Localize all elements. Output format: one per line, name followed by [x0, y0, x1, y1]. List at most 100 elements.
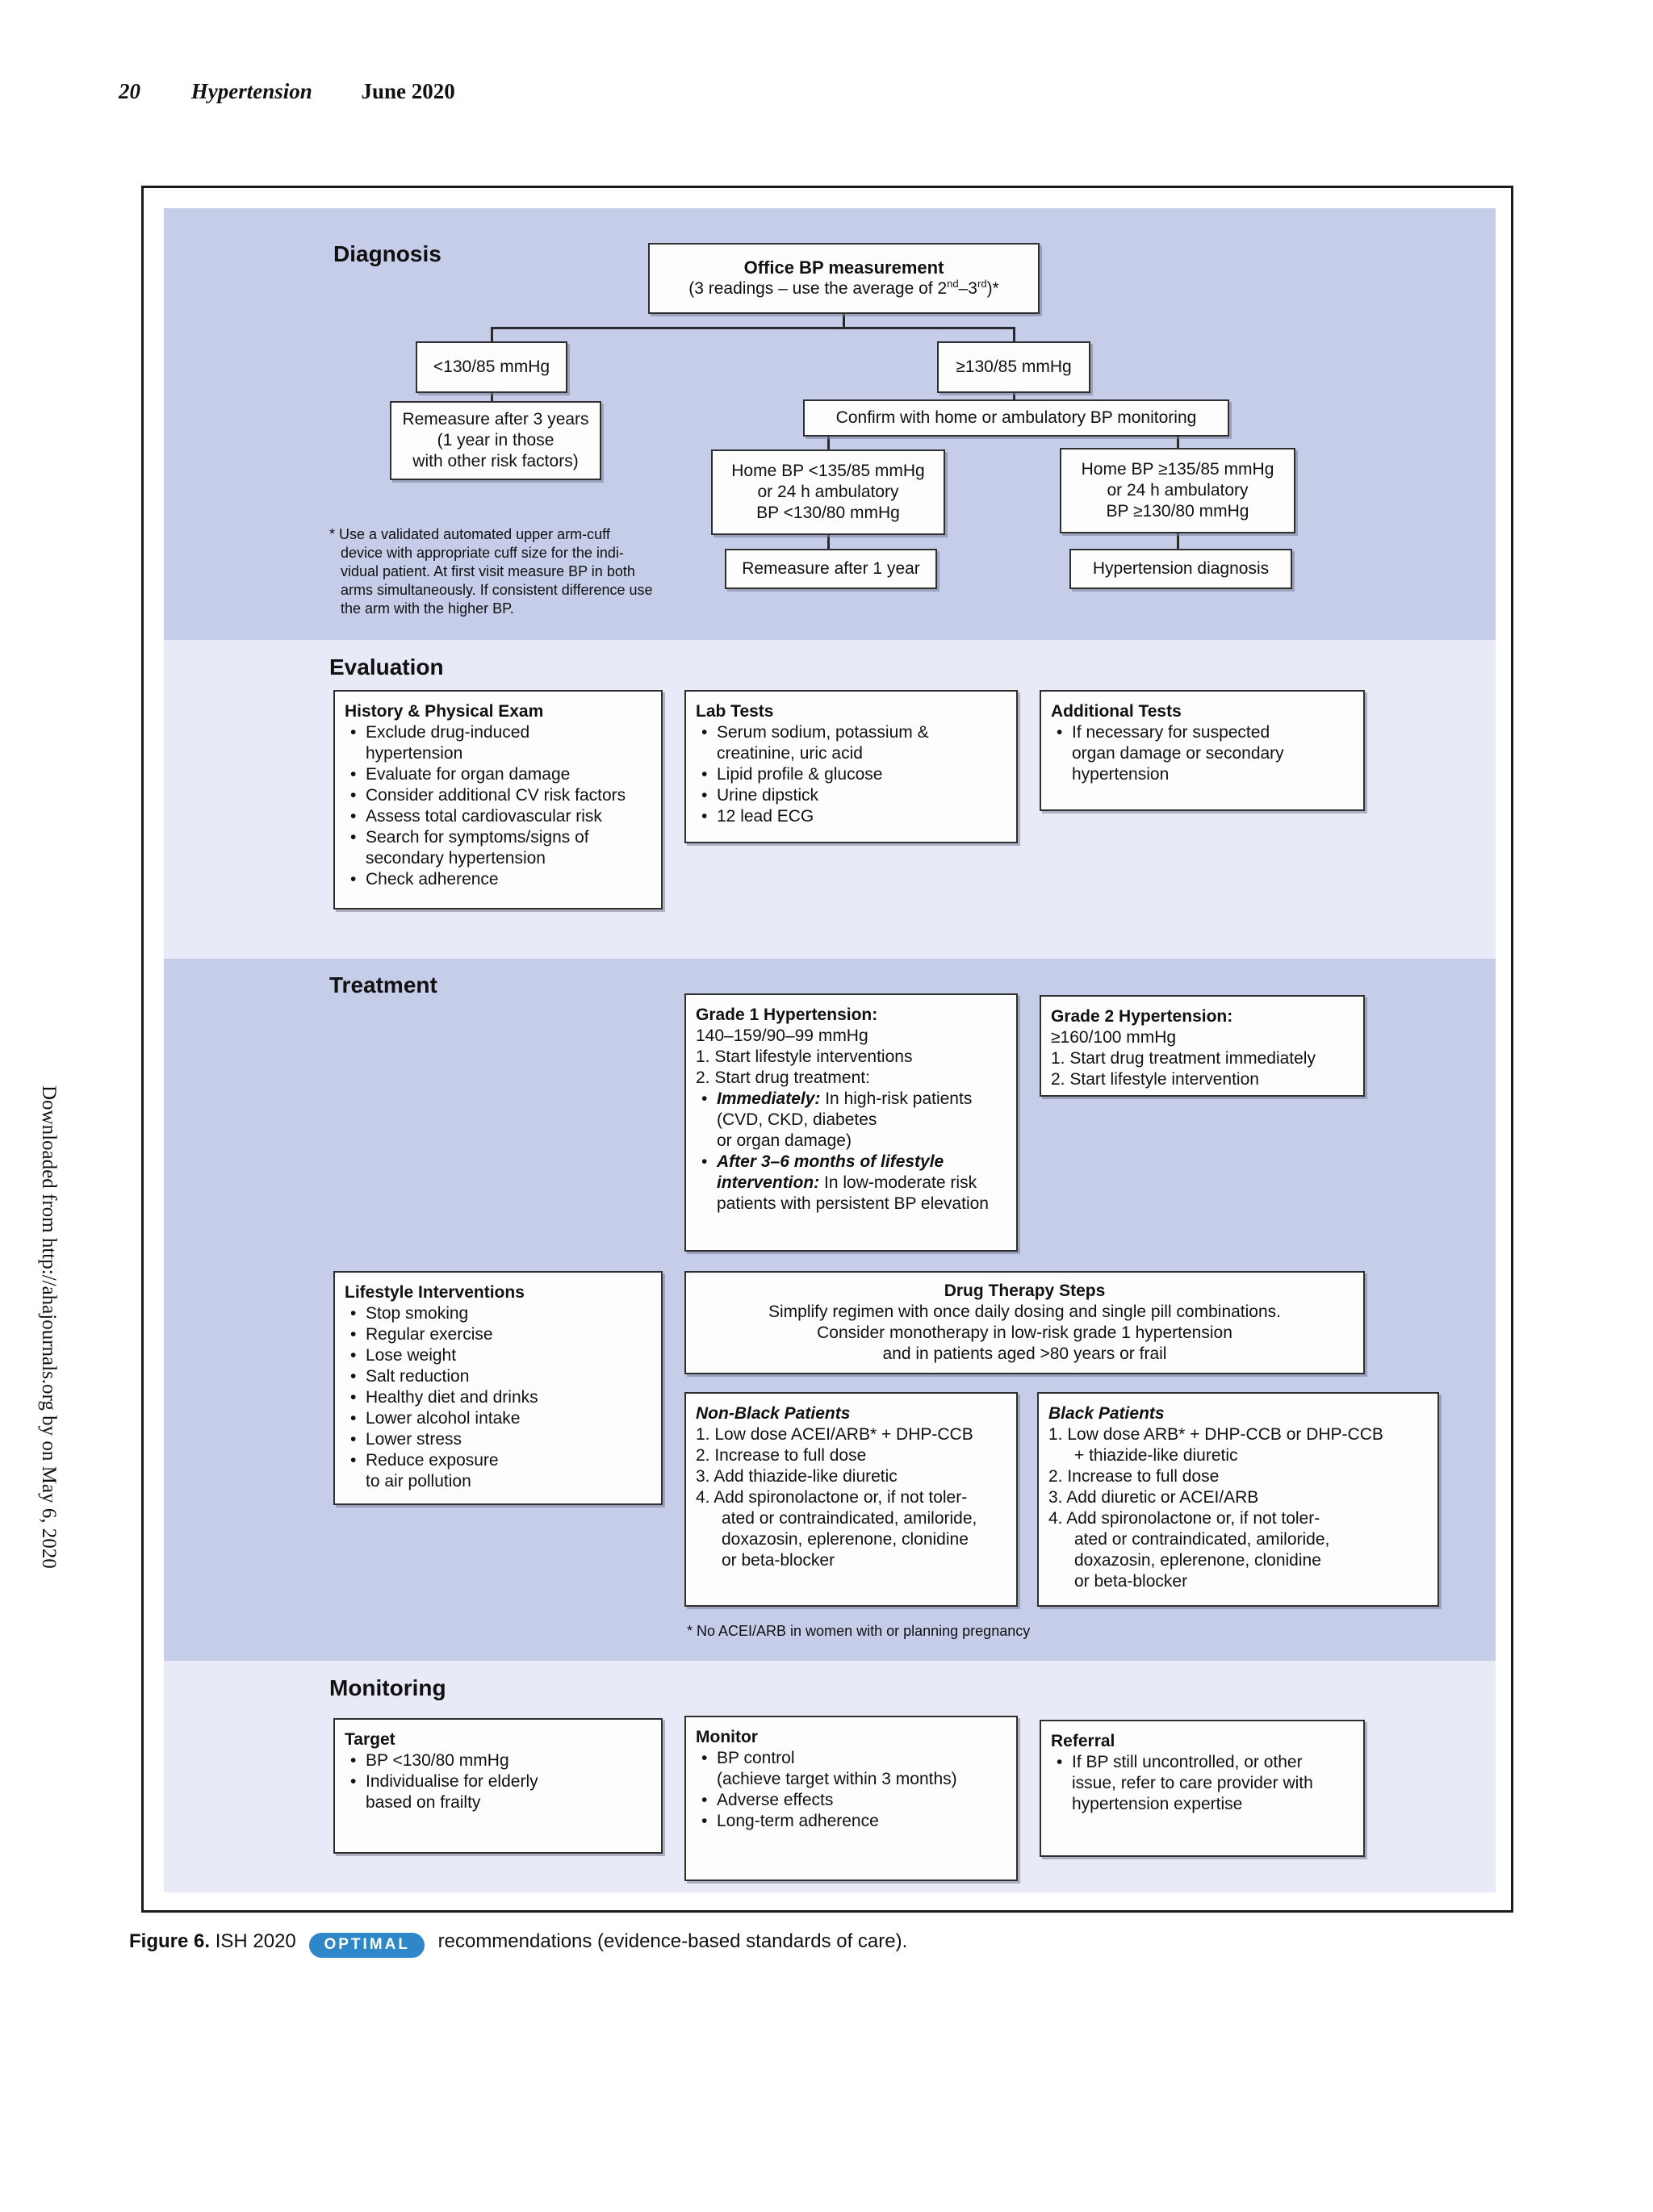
history-title: History & Physical Exam — [345, 702, 544, 721]
drug-steps-line: Consider monotherapy in low-risk grade 1… — [817, 1323, 1232, 1342]
office-sub-0: (3 readings – use the average of 2 — [688, 279, 948, 298]
connector-line — [491, 393, 493, 401]
branch-low-box: <130/85 mmHg — [416, 341, 567, 393]
lab-item: Serum sodium, potassium & creatinine, ur… — [696, 722, 1008, 764]
grade2-range: ≥160/100 mmHg — [1051, 1028, 1177, 1047]
history-item: Exclude drug-induced hypertension — [345, 722, 653, 764]
home-low-line: BP <130/80 mmHg — [756, 504, 900, 522]
office-bp-subtitle: (3 readings – use the average of 2nd–3rd… — [688, 278, 998, 299]
diagnosis-footnote: * Use a validated automated upper arm-cu… — [329, 525, 672, 618]
connector-line — [1013, 393, 1015, 399]
monitor-list: BP control (achieve target within 3 mont… — [696, 1748, 1008, 1832]
treatment-heading: Treatment — [329, 972, 437, 997]
target-list: BP <130/80 mmHg Individualise for elderl… — [345, 1750, 653, 1813]
office-sub-4: )* — [986, 279, 999, 298]
lab-item: Urine dipstick — [696, 785, 1008, 806]
target-box: Target BP <130/80 mmHg Individualise for… — [333, 1718, 663, 1854]
lab-tests-box: Lab Tests Serum sodium, potassium & crea… — [684, 690, 1018, 843]
remeasure3-line: with other risk factors) — [412, 452, 579, 470]
figure-label: Figure 6. — [129, 1930, 211, 1952]
office-sub-2: –3 — [958, 279, 977, 298]
lifestyle-item: Lower alcohol intake — [345, 1408, 653, 1429]
history-item: Assess total cardiovascular risk — [345, 806, 653, 827]
lab-list: Serum sodium, potassium & creatinine, ur… — [696, 722, 1008, 827]
caption-post-badge: recommendations (evidence-based standard… — [437, 1930, 908, 1952]
black-patients-box: Black Patients 1. Low dose ARB* + DHP-CC… — [1037, 1392, 1439, 1607]
office-sub-1: nd — [947, 278, 959, 290]
remeasure3-line: (1 year in those — [437, 431, 554, 450]
grade1-range: 140–159/90–99 mmHg — [696, 1027, 868, 1045]
remeasure3-line: Remeasure after 3 years — [402, 410, 589, 429]
home-bp-high-box: Home BP ≥135/85 mmHg or 24 h ambulatory … — [1060, 448, 1295, 533]
black-step: 3. Add diuretic or ACEI/ARB — [1048, 1488, 1259, 1507]
monitor-item: Long-term adherence — [696, 1811, 1008, 1832]
figure-caption: Figure 6. ISH 2020 OPTIMAL recommendatio… — [129, 1930, 907, 1958]
grade2-title: Grade 2 Hypertension: — [1051, 1007, 1233, 1026]
download-watermark: Downloaded from http://ahajournals.org b… — [38, 1085, 60, 1569]
grade1-bullet-lead: Immediately: — [717, 1089, 821, 1108]
footnote-line: arms simultaneously. If consistent diffe… — [341, 582, 653, 598]
black-title: Black Patients — [1048, 1404, 1165, 1423]
office-bp-box: Office BP measurement (3 readings – use … — [648, 243, 1040, 314]
black-step: 1. Low dose ARB* + DHP-CCB or DHP-CCB + … — [1048, 1425, 1383, 1465]
non-black-step: 1. Low dose ACEI/ARB* + DHP-CCB — [696, 1425, 973, 1444]
confirm-monitoring-box: Confirm with home or ambulatory BP monit… — [803, 399, 1229, 437]
lifestyle-item: Lose weight — [345, 1345, 653, 1366]
lifestyle-interventions-box: Lifestyle Interventions Stop smoking Reg… — [333, 1271, 663, 1505]
referral-title: Referral — [1051, 1732, 1115, 1750]
hypertension-diagnosis-box: Hypertension diagnosis — [1069, 549, 1292, 589]
monitor-box: Monitor BP control (achieve target withi… — [684, 1716, 1018, 1881]
issue-date: June 2020 — [361, 79, 455, 103]
referral-list: If BP still uncontrolled, or other issue… — [1051, 1752, 1355, 1815]
grade1-bullet: After 3–6 months of lifestyle interventi… — [696, 1152, 1008, 1215]
evaluation-heading: Evaluation — [329, 654, 444, 679]
branch-high-box: ≥130/85 mmHg — [937, 341, 1090, 393]
page-number: 20 — [119, 79, 140, 103]
grade2-hypertension-box: Grade 2 Hypertension: ≥160/100 mmHg 1. S… — [1040, 995, 1365, 1097]
additional-item: If necessary for suspected organ damage … — [1051, 722, 1355, 785]
journal-title: Hypertension — [190, 79, 312, 103]
home-low-line: Home BP <135/85 mmHg — [731, 462, 925, 480]
connector-line — [491, 327, 493, 341]
non-black-step: 4. Add spironolactone or, if not toler- … — [696, 1488, 977, 1570]
running-head: 20 Hypertension June 2020 — [119, 79, 455, 104]
home-high-line: BP ≥130/80 mmHg — [1106, 502, 1249, 521]
lifestyle-item: Stop smoking — [345, 1303, 653, 1324]
grade1-bullet-lead: After 3–6 months of lifestyle interventi… — [717, 1152, 944, 1192]
target-item: Individualise for elderly based on frail… — [345, 1771, 653, 1813]
grade2-step: 2. Start lifestyle intervention — [1051, 1070, 1259, 1089]
lifestyle-item: Salt reduction — [345, 1366, 653, 1387]
grade1-bullet: Immediately: In high-risk patients (CVD,… — [696, 1089, 1008, 1152]
footnote-line: device with appropriate cuff size for th… — [341, 545, 624, 561]
additional-tests-box: Additional Tests If necessary for suspec… — [1040, 690, 1365, 811]
lab-item: Lipid profile & glucose — [696, 764, 1008, 785]
office-sub-3: rd — [977, 278, 987, 290]
monitor-title: Monitor — [696, 1728, 758, 1746]
drug-therapy-steps-box: Drug Therapy Steps Simplify regimen with… — [684, 1271, 1365, 1374]
monitor-item: Adverse effects — [696, 1790, 1008, 1811]
grade1-bullet-rest: In low-moderate risk patients with persi… — [717, 1173, 989, 1213]
connector-line — [1177, 435, 1179, 448]
lab-item: 12 lead ECG — [696, 806, 1008, 827]
lifestyle-item: Healthy diet and drinks — [345, 1387, 653, 1408]
grade1-hypertension-box: Grade 1 Hypertension: 140–159/90–99 mmHg… — [684, 993, 1018, 1252]
drug-steps-line: Simplify regimen with once daily dosing … — [768, 1303, 1281, 1321]
lifestyle-item: Regular exercise — [345, 1324, 653, 1345]
figure-panel: Diagnosis Office BP measurement (3 readi… — [141, 186, 1513, 1913]
monitor-item: BP control (achieve target within 3 mont… — [696, 1748, 1008, 1790]
diagnosis-heading: Diagnosis — [333, 241, 441, 266]
referral-item: If BP still uncontrolled, or other issue… — [1051, 1752, 1355, 1815]
history-item: Check adherence — [345, 869, 653, 890]
lifestyle-item: Lower stress — [345, 1429, 653, 1450]
optimal-badge: OPTIMAL — [309, 1933, 425, 1958]
lifestyle-list: Stop smoking Regular exercise Lose weigh… — [345, 1303, 653, 1492]
grade1-title: Grade 1 Hypertension: — [696, 1006, 878, 1024]
home-low-line: or 24 h ambulatory — [757, 483, 899, 501]
history-item: Evaluate for organ damage — [345, 764, 653, 785]
footnote-line: vidual patient. At first visit measure B… — [341, 563, 635, 579]
home-high-line: or 24 h ambulatory — [1107, 481, 1249, 500]
home-high-line: Home BP ≥135/85 mmHg — [1081, 460, 1274, 479]
grade1-bullets: Immediately: In high-risk patients (CVD,… — [696, 1089, 1008, 1215]
non-black-step: 3. Add thiazide-like diuretic — [696, 1467, 898, 1486]
